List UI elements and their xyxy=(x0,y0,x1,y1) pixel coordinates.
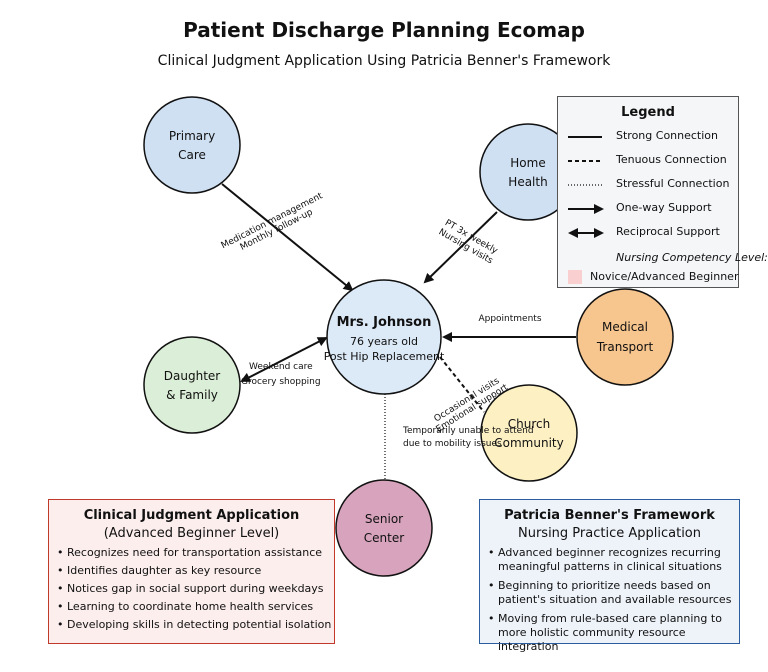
node-daughter-family xyxy=(143,336,241,434)
benner-panel-subtitle: Nursing Practice Application xyxy=(517,526,701,541)
benner-panel-title: Patricia Benner's Framework xyxy=(504,508,715,523)
legend-level-label: Novice/Advanced Beginner xyxy=(590,270,739,283)
node-senior-center xyxy=(335,479,433,577)
diagram-title: Patient Discharge Planning Ecomap xyxy=(183,18,585,42)
clinical-judgment-panel: Clinical Judgment Application (Advanced … xyxy=(48,499,335,644)
center-age: 76 years old xyxy=(350,335,418,348)
edge-label-senior-center-1: Temporarily unable to attend xyxy=(402,426,534,436)
edge-label-senior-center-2: due to mobility issues xyxy=(403,439,502,449)
stressful-line-icon xyxy=(568,184,602,186)
daughter-family-label-1: Daughter xyxy=(164,369,221,383)
reciprocal-arrow-icon xyxy=(568,228,604,238)
edge-home-health xyxy=(423,211,498,284)
legend-reciprocal: Reciprocal Support xyxy=(558,224,738,242)
list-item: Beginning to prioritize needs based on p… xyxy=(488,579,736,607)
legend: Legend Strong Connection Tenuous Connect… xyxy=(557,96,768,288)
list-item: Recognizes need for transportation assis… xyxy=(57,546,331,559)
church-community-label-2: Community xyxy=(494,436,563,450)
node-mrs-johnson xyxy=(326,279,442,395)
primary-care-label-1: Primary xyxy=(169,129,215,143)
legend-one-way: One-way Support xyxy=(558,200,738,218)
senior-center-label-1: Senior xyxy=(365,512,403,526)
benner-framework-panel: Patricia Benner's Framework Nursing Prac… xyxy=(479,499,740,653)
legend-one-way-label: One-way Support xyxy=(616,201,712,214)
church-community-label-1: Church xyxy=(508,417,550,431)
center-name: Mrs. Johnson xyxy=(337,315,432,330)
one-way-arrow-icon xyxy=(568,204,604,214)
daughter-family-label-2: & Family xyxy=(166,388,218,402)
list-item: Advanced beginner recognizes recurring m… xyxy=(488,546,736,574)
list-item: Notices gap in social support during wee… xyxy=(57,582,331,595)
benner-list: Advanced beginner recognizes recurring m… xyxy=(488,546,736,659)
legend-strong: Strong Connection xyxy=(558,128,738,146)
medical-transport-label-2: Transport xyxy=(596,340,654,354)
clinical-panel-subtitle: (Advanced Beginner Level) xyxy=(103,526,280,541)
edge-label-medical-transport: Appointments xyxy=(478,314,541,324)
home-health-label-2: Health xyxy=(508,175,547,189)
list-item: Developing skills in detecting potential… xyxy=(57,618,331,631)
node-medical-transport xyxy=(576,288,674,386)
list-item: Moving from rule-based care planning to … xyxy=(488,612,736,654)
legend-level-swatch xyxy=(568,270,582,284)
legend-title: Legend xyxy=(621,105,675,120)
edge-label-daughter-2: Grocery shopping xyxy=(241,377,321,387)
edge-church-community xyxy=(439,356,485,413)
edge-label-primary-care-1: Medication management xyxy=(220,191,325,251)
home-health-label-1: Home xyxy=(510,156,545,170)
edge-daughter-family xyxy=(240,337,328,382)
list-item: Identifies daughter as key resource xyxy=(57,564,331,577)
node-church-community xyxy=(480,384,578,482)
primary-care-label-2: Care xyxy=(178,148,206,162)
clinical-list: Recognizes need for transportation assis… xyxy=(57,546,331,636)
diagram-subtitle: Clinical Judgment Application Using Patr… xyxy=(157,53,611,69)
list-item: Learning to coordinate home health servi… xyxy=(57,600,331,613)
legend-stressful: Stressful Connection xyxy=(558,176,738,194)
tenuous-line-icon xyxy=(568,160,602,162)
legend-tenuous: Tenuous Connection xyxy=(558,152,738,170)
legend-stressful-label: Stressful Connection xyxy=(616,177,730,190)
edge-primary-care xyxy=(221,183,354,292)
medical-transport-label-1: Medical xyxy=(602,320,648,334)
strong-line-icon xyxy=(568,136,602,138)
legend-competency-heading: Nursing Competency Level: xyxy=(616,251,768,264)
center-condition: Post Hip Replacement xyxy=(324,350,445,363)
legend-tenuous-label: Tenuous Connection xyxy=(616,153,727,166)
edge-label-daughter-1: Weekend care xyxy=(249,362,313,372)
senior-center-label-2: Center xyxy=(364,531,404,545)
clinical-panel-title: Clinical Judgment Application xyxy=(83,508,300,523)
legend-strong-label: Strong Connection xyxy=(616,129,718,142)
node-primary-care xyxy=(143,96,241,194)
legend-reciprocal-label: Reciprocal Support xyxy=(616,225,720,238)
